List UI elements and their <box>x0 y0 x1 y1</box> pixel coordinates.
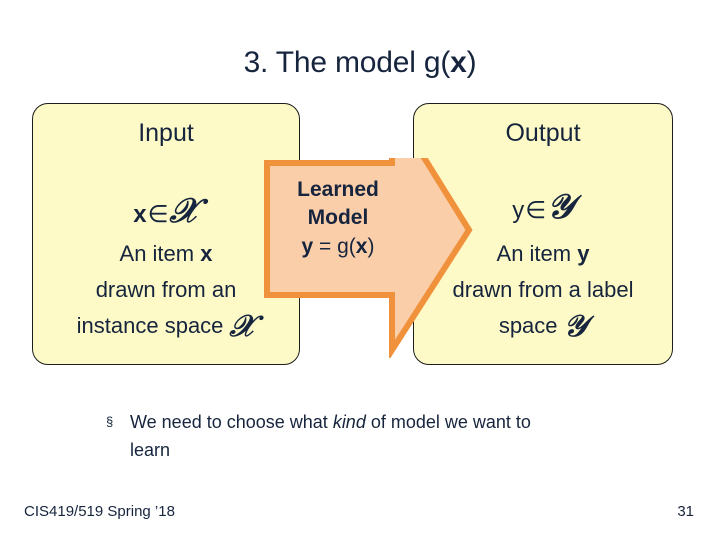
list-item: § We need to choose what kind of model w… <box>104 408 624 464</box>
input-box-heading: Input <box>138 119 194 147</box>
footer-course-label: CIS419/519 Spring ’18 <box>24 503 175 520</box>
title-variable: x <box>450 46 467 79</box>
output-box-description: An item y drawn from a label space 𝒴 <box>418 236 668 344</box>
input-desc-prefix: An item <box>119 241 201 266</box>
input-desc-line-3: instance space 𝒳 <box>37 308 295 344</box>
bullet-text-emphasis: kind <box>332 412 366 432</box>
learned-model-arrow: Learned Model y = g(x) <box>262 158 474 358</box>
bullet-marker-icon: § <box>106 414 114 429</box>
input-desc-variable: x <box>200 241 213 266</box>
element-of-icon: ∈ <box>525 197 547 224</box>
arrow-line-1: Learned <box>297 178 379 201</box>
label-space-symbol: 𝒴 <box>547 187 574 227</box>
input-box: Input x∈𝒳 An item x drawn from an instan… <box>32 103 300 365</box>
equation-operator: = g( <box>313 235 356 258</box>
input-desc-line-2: drawn from an <box>95 277 237 302</box>
element-of-icon: ∈ <box>147 201 169 228</box>
input-variable: x <box>133 201 147 228</box>
bullet-text-part2: of model we want to learn <box>130 412 531 460</box>
output-desc-space-label: space <box>498 313 564 338</box>
page-title: 3. The model g(x) <box>0 46 720 80</box>
bullet-text-part1: We need to choose what <box>130 412 333 432</box>
equation-lhs: y <box>301 235 314 258</box>
arrow-line-2: Model <box>307 206 369 229</box>
input-box-description: An item x drawn from an instance space 𝒳 <box>37 236 295 344</box>
title-suffix: ) <box>466 46 477 79</box>
instance-space-symbol: 𝒳 <box>169 191 199 231</box>
output-desc-line-3: space 𝒴 <box>418 308 668 344</box>
arrow-label: Learned Model y = g(x) <box>268 176 408 262</box>
output-set-membership: y∈𝒴 <box>414 190 672 226</box>
output-desc-line-2: drawn from a label <box>452 277 634 302</box>
title-prefix: 3. The model g( <box>243 46 451 79</box>
output-box-heading: Output <box>505 119 581 147</box>
equation-rhs: x <box>355 235 368 258</box>
input-desc-line-1: An item x <box>37 236 295 272</box>
equation-close-paren: ) <box>367 235 375 258</box>
output-desc-line-1: An item y <box>418 236 668 272</box>
input-set-membership: x∈𝒳 <box>33 194 299 230</box>
bullet-text: We need to choose what kind of model we … <box>130 408 550 464</box>
label-space-symbol-inline: 𝒴 <box>563 309 588 344</box>
instance-space-symbol-inline: 𝒳 <box>229 309 256 344</box>
input-desc-space-label: instance space <box>76 313 230 338</box>
arrow-equation: y = g(x) <box>268 232 408 262</box>
output-desc-variable: y <box>577 241 590 266</box>
right-arrow-icon <box>264 158 473 358</box>
bullet-list: § We need to choose what kind of model w… <box>104 408 624 464</box>
output-variable: y <box>512 197 525 224</box>
footer-page-number: 31 <box>677 503 694 520</box>
output-desc-prefix: An item <box>496 241 578 266</box>
